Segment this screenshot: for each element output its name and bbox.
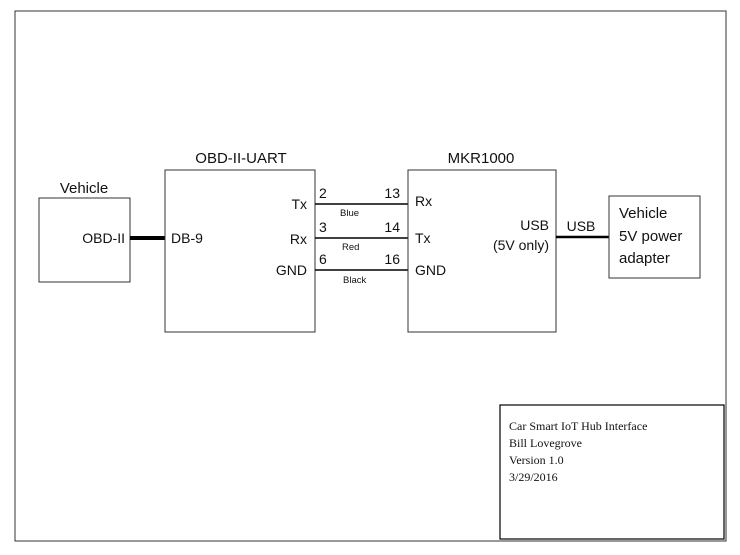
wire-blue: 2 13 Blue bbox=[315, 185, 408, 219]
power-adapter-line3: adapter bbox=[619, 250, 670, 267]
obd-uart-title: OBD-II-UART bbox=[195, 150, 286, 167]
vehicle-title: Vehicle bbox=[60, 180, 108, 197]
power-adapter-line1: Vehicle bbox=[619, 205, 667, 222]
obd-uart-tx-label: Tx bbox=[291, 196, 307, 212]
wire-red-from-pin: 3 bbox=[319, 219, 327, 235]
wire-black-to-pin: 16 bbox=[384, 251, 400, 267]
sheet-border bbox=[14, 10, 727, 542]
vehicle-box bbox=[38, 197, 131, 283]
mkr1000-block: MKR1000 Rx Tx GND USB (5V only) bbox=[407, 150, 557, 333]
title-block: Car Smart IoT Hub Interface Bill Lovegro… bbox=[499, 404, 725, 540]
mkr1000-box bbox=[407, 169, 557, 333]
mkr1000-title: MKR1000 bbox=[448, 150, 515, 167]
vehicle-connector-label: OBD-II bbox=[82, 230, 125, 246]
db9-label: DB-9 bbox=[171, 230, 203, 246]
wire-blue-from-pin: 2 bbox=[319, 185, 327, 201]
obd-uart-gnd-label: GND bbox=[276, 262, 307, 278]
wire-blue-color: Blue bbox=[340, 208, 359, 219]
wire-blue-to-pin: 13 bbox=[384, 185, 400, 201]
title-block-date: 3/29/2016 bbox=[509, 470, 558, 484]
mkr1000-usb-label: USB bbox=[520, 217, 549, 233]
title-block-project: Car Smart IoT Hub Interface bbox=[509, 419, 647, 433]
obd-uart-block: OBD-II-UART DB-9 Tx Rx GND bbox=[164, 150, 316, 333]
mkr1000-gnd-label: GND bbox=[415, 262, 446, 278]
obd-uart-rx-label: Rx bbox=[290, 231, 307, 247]
obd-uart-box bbox=[164, 169, 316, 333]
mkr1000-usb-note: (5V only) bbox=[493, 237, 549, 253]
wire-red-to-pin: 14 bbox=[384, 219, 400, 235]
wire-black-color: Black bbox=[343, 275, 366, 286]
power-adapter-block: Vehicle 5V power adapter bbox=[608, 195, 701, 279]
power-adapter-box bbox=[608, 195, 701, 279]
wire-red-color: Red bbox=[342, 242, 359, 253]
title-block-box bbox=[499, 404, 725, 540]
usb-link: USB bbox=[556, 218, 609, 239]
wire-red: 3 14 Red bbox=[315, 219, 408, 253]
vehicle-block: Vehicle OBD-II bbox=[38, 180, 131, 283]
usb-link-label: USB bbox=[567, 218, 596, 234]
wire-black-from-pin: 6 bbox=[319, 251, 327, 267]
power-adapter-line2: 5V power bbox=[619, 228, 682, 245]
wire-black: 6 16 Black bbox=[315, 251, 408, 286]
mkr1000-rx-label: Rx bbox=[415, 193, 432, 209]
title-block-version: Version 1.0 bbox=[509, 453, 564, 467]
mkr1000-tx-label: Tx bbox=[415, 230, 431, 246]
title-block-author: Bill Lovegrove bbox=[509, 436, 582, 450]
